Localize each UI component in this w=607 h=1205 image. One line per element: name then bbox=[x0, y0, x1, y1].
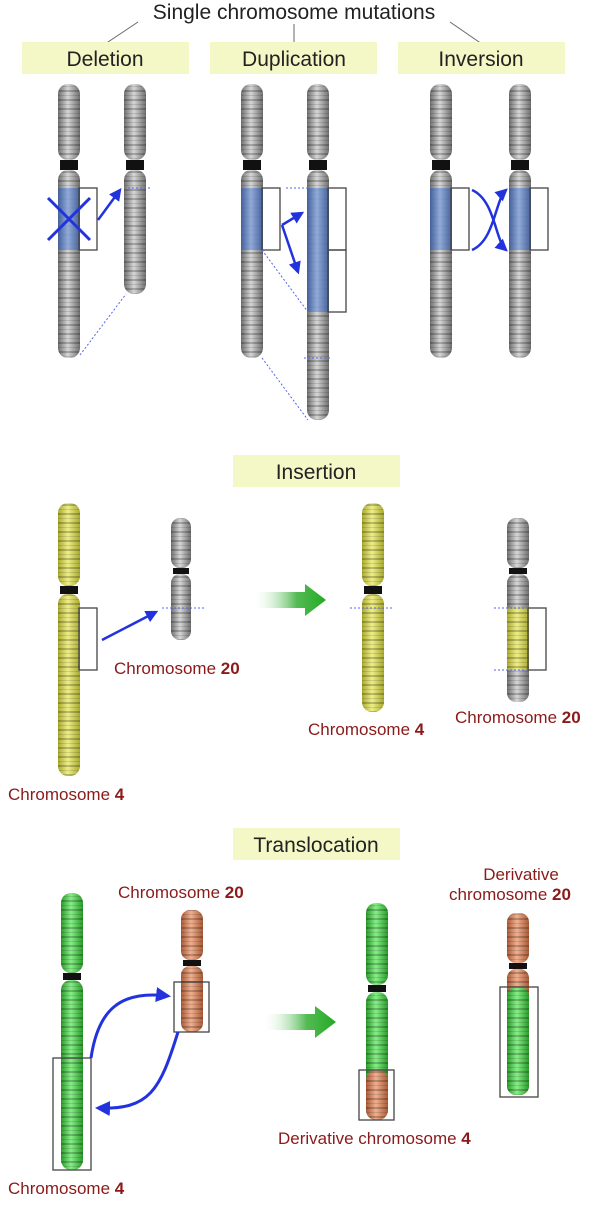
translocation-source-box-20 bbox=[173, 981, 210, 1033]
deletion-region-box bbox=[78, 187, 98, 251]
translocation-big-arrow bbox=[262, 1006, 336, 1038]
translocation-chromosome-4-label: Chromosome 4 bbox=[8, 1179, 125, 1198]
inversion-arrow-up bbox=[471, 188, 508, 252]
translocation-arrow-down bbox=[95, 1031, 180, 1116]
chromosome-4-label: Chromosome 4 bbox=[8, 785, 125, 804]
translocation-chromosome-4 bbox=[61, 893, 83, 1170]
inversion-result-box bbox=[529, 187, 549, 251]
insertion-source-box bbox=[78, 607, 98, 671]
duplication-copy1-box bbox=[327, 187, 347, 251]
derivative-4-box bbox=[358, 1069, 395, 1121]
duplication-copy2-box bbox=[327, 249, 347, 313]
duplication-original-chromosome bbox=[241, 84, 263, 358]
translocation-source-box-4 bbox=[52, 1057, 92, 1171]
insertion-result-chromosome-20 bbox=[507, 518, 529, 702]
insertion-big-arrow bbox=[252, 584, 326, 616]
deletion-arrow bbox=[96, 187, 122, 221]
translocation-header-box bbox=[233, 828, 400, 860]
result-chromosome-20-label: Chromosome 20 bbox=[455, 708, 581, 727]
deletion-cross-icon bbox=[46, 196, 92, 242]
main-title: Single chromosome mutations bbox=[153, 1, 435, 24]
deletion-original-chromosome bbox=[58, 84, 80, 358]
translocation-chromosome-20 bbox=[181, 910, 203, 1032]
derivative-chromosome-4 bbox=[366, 903, 388, 1120]
title-connector-inversion bbox=[449, 21, 483, 45]
deletion-guide-bottom bbox=[79, 293, 127, 356]
duplication-header-box bbox=[210, 42, 377, 74]
translocation-header: Translocation bbox=[253, 834, 378, 857]
insertion-header: Insertion bbox=[276, 461, 357, 484]
chromosome-20-label: Chromosome 20 bbox=[114, 659, 240, 678]
derivative-chromosome-20 bbox=[507, 913, 529, 1095]
inversion-source-box bbox=[450, 187, 470, 251]
duplication-source-box bbox=[261, 187, 281, 251]
duplication-header: Duplication bbox=[242, 48, 346, 71]
insertion-result-box bbox=[527, 607, 547, 671]
result-chromosome-4-label: Chromosome 4 bbox=[308, 720, 425, 739]
deletion-result-chromosome bbox=[124, 84, 146, 294]
translocation-chromosome-20-label: Chromosome 20 bbox=[118, 883, 244, 902]
insertion-result-chromosome-4 bbox=[362, 503, 384, 712]
derivative-20-box bbox=[499, 986, 539, 1098]
insertion-chromosome-4 bbox=[58, 503, 80, 776]
deletion-header-box bbox=[22, 42, 189, 74]
derivative-chromosome-20-label-line2: chromosome 20 bbox=[449, 885, 571, 904]
duplication-guide-mid bbox=[261, 249, 309, 313]
title-connector-deletion bbox=[104, 21, 139, 45]
translocation-arrow-up bbox=[89, 987, 171, 1059]
deletion-header: Deletion bbox=[66, 48, 143, 71]
inversion-result-chromosome bbox=[509, 84, 531, 358]
inversion-header: Inversion bbox=[438, 48, 523, 71]
derivative-chromosome-20-label-line1: Derivative bbox=[483, 865, 559, 884]
insertion-header-box bbox=[233, 455, 400, 487]
insertion-arrow bbox=[101, 610, 159, 642]
insertion-chromosome-20 bbox=[171, 518, 191, 640]
inversion-original-chromosome bbox=[430, 84, 452, 358]
derivative-chromosome-4-label: Derivative chromosome 4 bbox=[278, 1129, 471, 1148]
duplication-arrow-2 bbox=[280, 224, 301, 275]
duplication-arrow-1 bbox=[281, 211, 305, 227]
duplication-guide-bottom bbox=[261, 357, 309, 421]
duplication-result-chromosome bbox=[307, 84, 329, 420]
inversion-header-box bbox=[398, 42, 565, 74]
